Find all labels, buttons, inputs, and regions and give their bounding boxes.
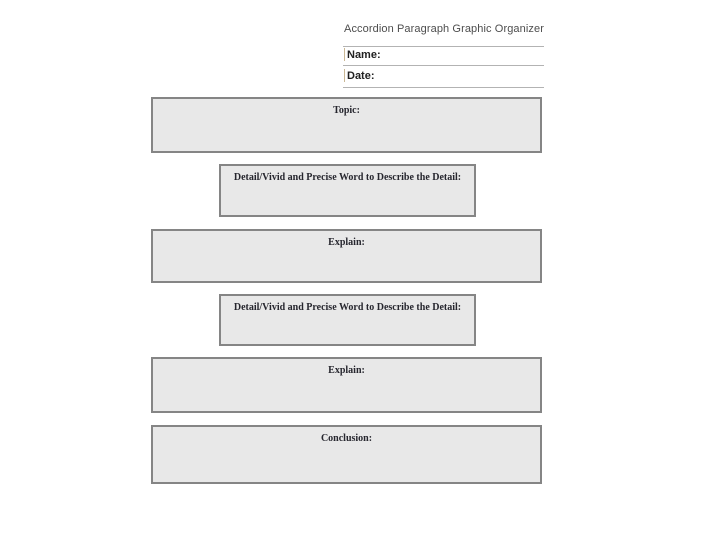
detail-box-1[interactable]: Detail/Vivid and Precise Word to Describ… [219,164,476,217]
date-underline[interactable] [343,87,544,88]
name-underline[interactable] [343,65,544,66]
name-label: Name: [347,49,381,61]
topic-box[interactable]: Topic: [151,97,542,153]
conclusion-box-label: Conclusion: [320,433,373,444]
explain-box-1[interactable]: Explain: [151,229,542,283]
date-cell-border-tick [344,69,345,82]
explain-box-2[interactable]: Explain: [151,357,542,413]
date-label: Date: [347,70,375,82]
detail-box-2-label: Detail/Vivid and Precise Word to Describ… [233,302,462,313]
conclusion-box[interactable]: Conclusion: [151,425,542,484]
name-cell-border-tick [344,48,345,61]
topic-box-label: Topic: [333,105,360,116]
page-title: Accordion Paragraph Graphic Organizer [344,23,544,35]
detail-box-1-label: Detail/Vivid and Precise Word to Describ… [233,172,462,183]
explain-box-2-label: Explain: [328,365,365,376]
detail-box-2[interactable]: Detail/Vivid and Precise Word to Describ… [219,294,476,346]
header-rule [343,46,544,47]
explain-box-1-label: Explain: [328,237,365,248]
